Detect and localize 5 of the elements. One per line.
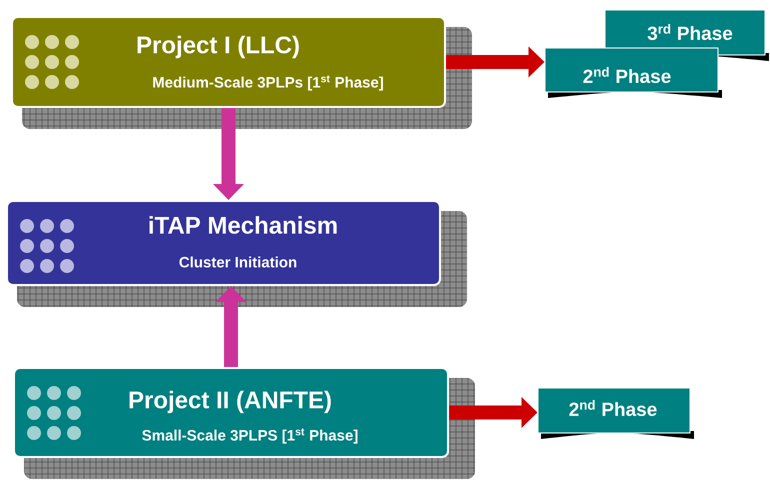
phase-box: 2$^{nd}$ Phase [538,388,694,439]
process-box: Project I (LLC) Medium-Scale 3PLPs [1$^{st}$ Phase] [11,16,446,108]
process-box: Project II (ANFTE) Small-Scale 3PLPS [1$^{st}$ Phase] [13,367,449,458]
phase-box: 2$^{nd}$ Phase [544,48,722,98]
process-box: iTAP Mechanism Cluster Initiation [6,200,441,286]
